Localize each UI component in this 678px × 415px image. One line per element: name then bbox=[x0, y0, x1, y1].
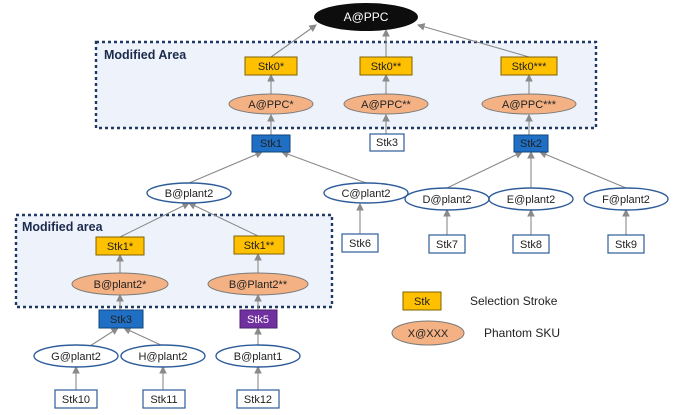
stroke-label: Stk1 bbox=[260, 138, 282, 150]
stroke-node-blue: Stk1 bbox=[251, 134, 291, 153]
phantom-sku-node: B@plant2* bbox=[71, 272, 169, 296]
stroke-label: Stk7 bbox=[436, 239, 458, 251]
edge bbox=[446, 151, 523, 189]
stroke-label: Stk6 bbox=[349, 238, 371, 250]
sku-node: B@plant2 bbox=[146, 182, 232, 204]
stroke-label: Stk5 bbox=[247, 314, 269, 326]
modified-area-top: Modified Area bbox=[94, 40, 598, 130]
edge bbox=[280, 150, 367, 184]
edge bbox=[123, 327, 164, 347]
sku-label: B@plant1 bbox=[234, 351, 282, 363]
selection-stroke-node: Stk0* bbox=[244, 56, 298, 76]
selection-stroke-node: Stk0*** bbox=[500, 56, 558, 76]
sku-node: E@plant2 bbox=[488, 187, 574, 211]
sku-label: C@plant2 bbox=[341, 188, 390, 200]
root-label: A@PPC bbox=[344, 10, 389, 24]
selection-stroke-label: Stk0** bbox=[371, 61, 402, 73]
legend-phantom-sample: X@XXX bbox=[408, 328, 449, 340]
stroke-node: Stk3 bbox=[369, 133, 405, 152]
legend-phantom-sku: X@XXX Phantom SKU bbox=[391, 320, 560, 346]
edge bbox=[538, 150, 627, 189]
phantom-sku-label: B@Plant2** bbox=[229, 279, 288, 291]
legend-phantom-swatch bbox=[391, 320, 465, 346]
stroke-label: Stk11 bbox=[150, 394, 177, 406]
sku-label: B@plant2 bbox=[165, 188, 213, 200]
stroke-label: Stk9 bbox=[615, 239, 637, 251]
edge bbox=[119, 202, 190, 238]
edge bbox=[416, 23, 530, 58]
phantom-sku-node: A@PPC* bbox=[228, 93, 314, 115]
edge bbox=[188, 151, 264, 184]
sku-node: D@plant2 bbox=[404, 187, 490, 211]
sku-node: G@plant2 bbox=[33, 344, 119, 368]
sku-node: F@plant2 bbox=[583, 187, 669, 211]
legend-selection-stroke: Stk Selection Stroke bbox=[402, 291, 558, 311]
stroke-node: Stk9 bbox=[607, 234, 645, 254]
stroke-node: Stk6 bbox=[341, 233, 379, 253]
selection-stroke-node: Stk1* bbox=[95, 236, 145, 256]
stroke-node: Stk11 bbox=[142, 389, 186, 409]
phantom-sku-node: A@PPC** bbox=[343, 93, 429, 115]
stroke-node: Stk7 bbox=[428, 234, 466, 254]
phantom-sku-label: A@PPC* bbox=[248, 99, 294, 111]
legend-selection-text: Selection Stroke bbox=[470, 294, 558, 308]
stroke-node: Stk10 bbox=[54, 389, 98, 409]
sku-label: G@plant2 bbox=[51, 351, 101, 363]
stroke-label: Stk3 bbox=[376, 137, 398, 149]
legend-selection-sample: Stk bbox=[414, 296, 430, 308]
selection-stroke-label: Stk1* bbox=[107, 241, 134, 253]
legend: Stk Selection Stroke X@XXX Phantom SKU bbox=[391, 291, 560, 346]
selection-stroke-node: Stk0** bbox=[359, 56, 413, 76]
stroke-node-blue: Stk2 bbox=[513, 134, 549, 153]
sku-label: D@plant2 bbox=[422, 194, 471, 206]
legend-phantom-text: Phantom SKU bbox=[484, 326, 560, 340]
sku-node: B@plant1 bbox=[215, 344, 301, 368]
sku-label: H@plant2 bbox=[138, 351, 187, 363]
sku-node: H@plant2 bbox=[120, 344, 206, 368]
stroke-label: Stk10 bbox=[62, 394, 90, 406]
edge bbox=[188, 202, 259, 237]
modified-area-bottom-title: Modified area bbox=[22, 220, 104, 234]
legend-selection-swatch bbox=[402, 291, 442, 311]
phantom-sku-label: B@plant2* bbox=[94, 279, 147, 291]
phantom-sku-node: A@PPC*** bbox=[481, 93, 577, 115]
stroke-label: Stk12 bbox=[244, 394, 272, 406]
stroke-node: Stk8 bbox=[512, 234, 550, 254]
selection-stroke-label: Stk0*** bbox=[512, 61, 548, 73]
root-node: A@PPC bbox=[314, 3, 418, 31]
sku-label: F@plant2 bbox=[602, 194, 650, 206]
selection-stroke-label: Stk1** bbox=[244, 240, 275, 252]
phantom-sku-node: B@Plant2** bbox=[207, 272, 309, 296]
stroke-node-blue: Stk3 bbox=[98, 309, 144, 329]
sku-label: E@plant2 bbox=[507, 194, 555, 206]
stroke-node-purple: Stk5 bbox=[239, 309, 278, 329]
stroke-node: Stk12 bbox=[236, 389, 280, 409]
stroke-label: Stk8 bbox=[520, 239, 542, 251]
phantom-sku-label: A@PPC*** bbox=[502, 99, 557, 111]
stroke-label: Stk2 bbox=[520, 138, 542, 150]
edges bbox=[72, 23, 630, 390]
selection-stroke-label: Stk0* bbox=[258, 61, 285, 73]
selection-stroke-node: Stk1** bbox=[233, 235, 285, 255]
modified-area-top-title: Modified Area bbox=[104, 48, 187, 62]
edge bbox=[270, 24, 317, 58]
edge bbox=[89, 327, 119, 347]
sku-node: C@plant2 bbox=[323, 182, 409, 204]
stroke-label: Stk3 bbox=[110, 314, 132, 326]
phantom-sku-label: A@PPC** bbox=[361, 99, 411, 111]
